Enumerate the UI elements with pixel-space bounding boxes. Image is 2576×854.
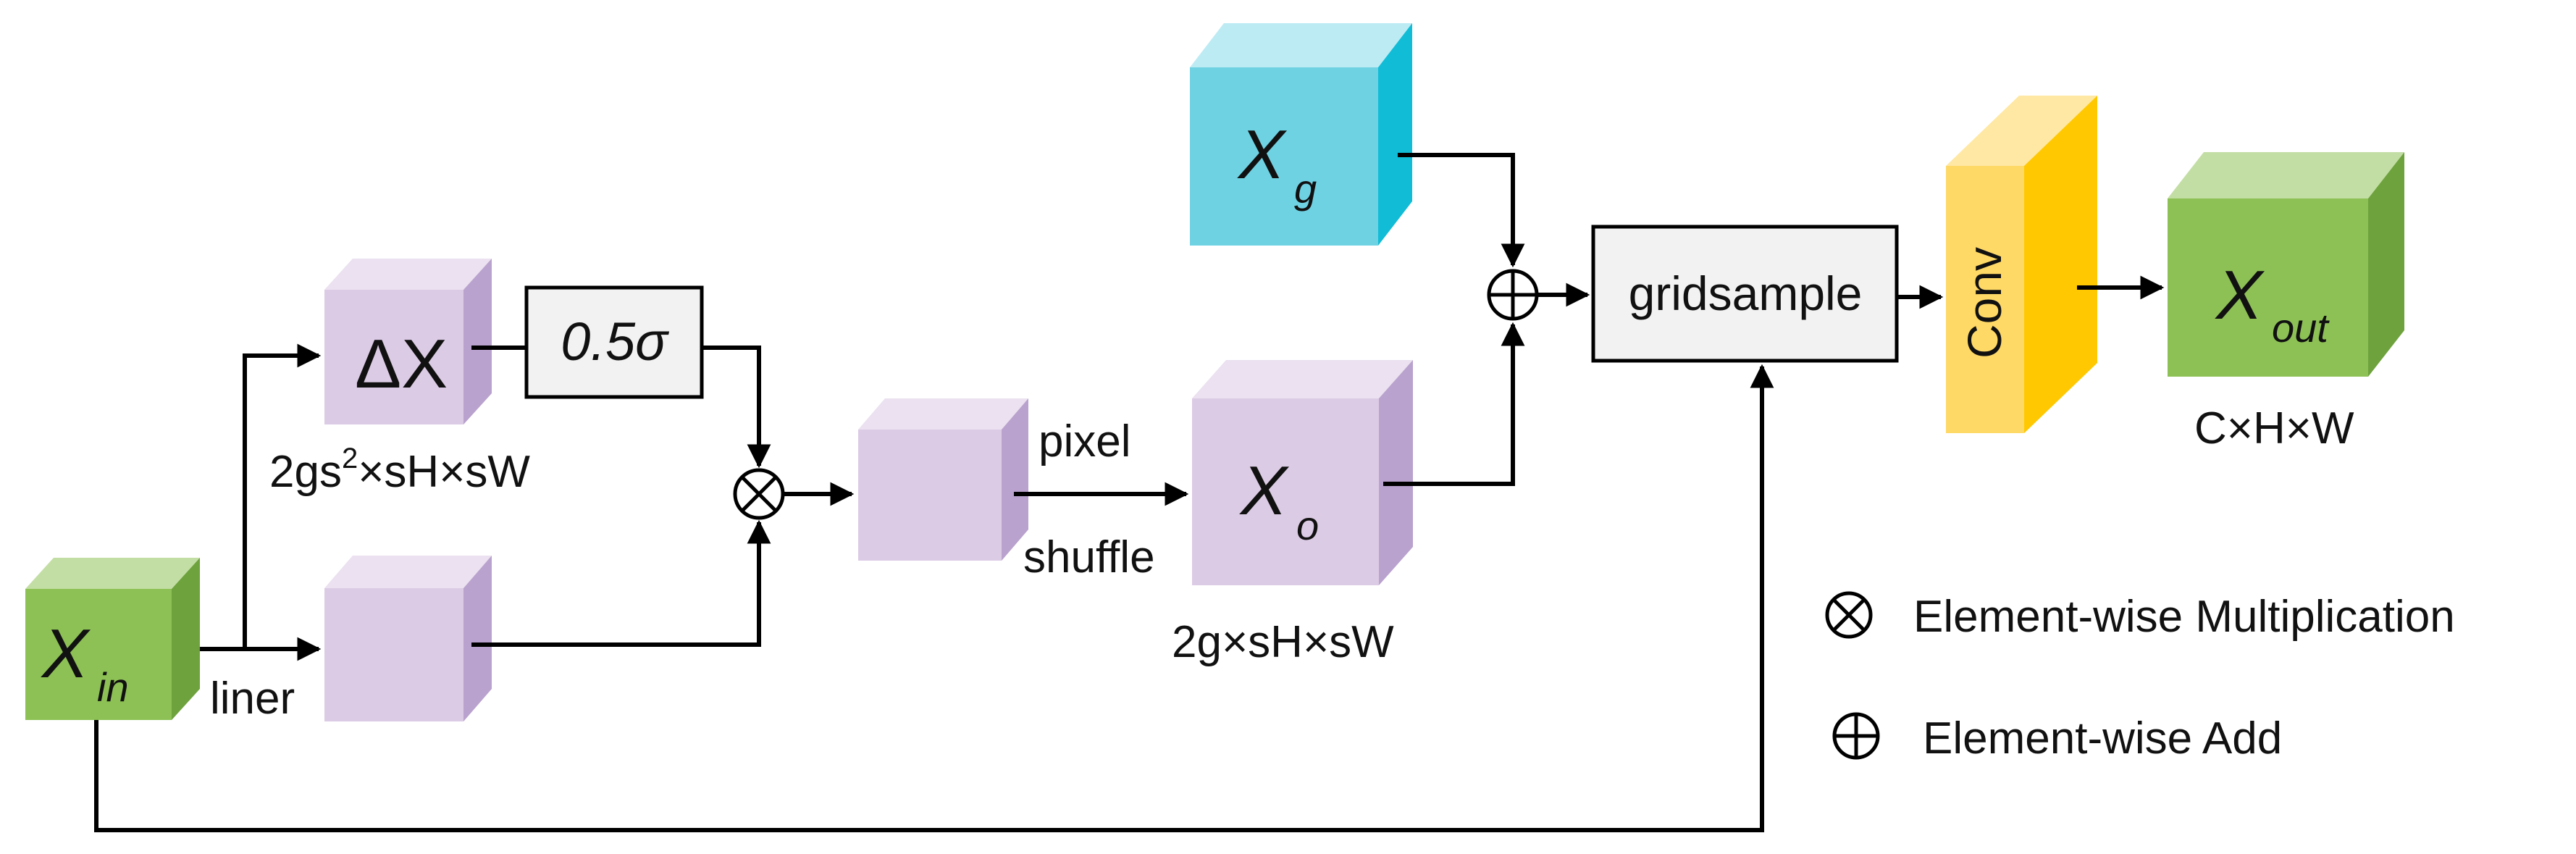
delta-x-dimensions-a: 2gs — [269, 447, 342, 497]
x-in-symbol: X — [41, 615, 91, 692]
add-operator — [1487, 269, 1539, 321]
delta-x-cube: ΔX — [324, 259, 492, 424]
multiply-operator-cross-b — [741, 476, 777, 512]
x-o-dimensions: 2g×sH×sW — [1172, 617, 1394, 667]
conv-block: Conv — [1946, 96, 2097, 433]
product-cube-side — [1002, 398, 1028, 561]
edge-xg-to-add — [1398, 153, 1525, 268]
x-in-cube-front — [25, 589, 172, 720]
gridsample-box: gridsample — [1591, 225, 1899, 363]
gridsample-box-frame — [1591, 225, 1899, 363]
delta-x-dimensions-sup: 2 — [342, 443, 358, 474]
x-in-cube-top — [25, 558, 200, 589]
x-out-subscript: out — [2272, 305, 2330, 351]
delta-x-cube-front — [324, 290, 463, 424]
shuffle-label: shuffle — [1023, 532, 1155, 582]
conv-label: Conv — [1958, 247, 2011, 359]
liner-output-cube-front — [324, 588, 463, 721]
x-out-cube-front — [2168, 198, 2368, 377]
legend: Element-wise Multiplication Element-wise… — [1825, 591, 2455, 763]
conv-block-front — [1946, 166, 2024, 433]
x-out-dimensions: C×H×W — [2194, 403, 2354, 453]
x-o-symbol: X — [1239, 452, 1290, 529]
delta-x-cube-top — [324, 259, 492, 290]
liner-output-cube-top — [324, 556, 492, 588]
x-g-symbol: X — [1237, 116, 1288, 193]
product-cube-top — [858, 398, 1028, 430]
x-o-subscript: o — [1296, 503, 1319, 548]
x-out-cube: X out — [2168, 152, 2404, 377]
x-o-cube-top — [1192, 360, 1413, 398]
x-o-cube: X o — [1192, 360, 1413, 585]
delta-x-dimensions-b: ×sH×sW — [358, 447, 530, 497]
legend-multiply-cross-b — [1832, 598, 1866, 632]
liner-output-cube — [324, 556, 492, 721]
x-g-cube-top — [1190, 23, 1412, 67]
x-g-cube: X g — [1190, 23, 1412, 246]
edge-xo-to-add — [1383, 322, 1525, 486]
liner-output-cube-side — [463, 556, 492, 721]
conv-block-top — [1946, 96, 2097, 166]
x-o-cube-front — [1192, 398, 1379, 585]
x-out-symbol: X — [2215, 256, 2265, 334]
delta-x-symbol: ΔX — [355, 325, 448, 403]
sigma-box-frame — [524, 285, 704, 399]
sigma-box-label: 0.5σ — [561, 311, 669, 372]
connections — [94, 153, 2165, 832]
edge-liner-to-multiply — [471, 519, 771, 647]
legend-add-icon — [1832, 712, 1880, 760]
legend-multiply-icon — [1825, 591, 1873, 639]
edge-sigma-to-multiply — [702, 346, 771, 469]
product-cube — [858, 398, 1028, 561]
conv-block-side — [2024, 96, 2097, 433]
product-cube-front — [858, 430, 1002, 561]
sigma-box: 0.5σ — [524, 285, 704, 399]
delta-x-dimensions: 2gs2×sH×sW — [269, 443, 530, 497]
edge-to-delta-x — [243, 343, 322, 649]
x-in-subscript: in — [97, 664, 129, 710]
liner-label: liner — [210, 674, 295, 724]
multiply-operator — [733, 468, 785, 520]
x-g-cube-front — [1190, 67, 1378, 246]
legend-multiply-label: Element-wise Multiplication — [1913, 592, 2455, 642]
delta-x-cube-side — [463, 259, 492, 424]
x-out-cube-top — [2168, 152, 2404, 198]
pixel-label: pixel — [1039, 416, 1131, 466]
gridsample-label: gridsample — [1629, 267, 1863, 320]
x-in-cube: X in — [25, 558, 200, 720]
x-g-cube-side — [1378, 23, 1412, 246]
x-in-cube-side — [172, 558, 200, 720]
x-out-cube-side — [2368, 152, 2404, 377]
legend-add-label: Element-wise Add — [1923, 713, 2282, 763]
x-o-cube-side — [1379, 360, 1413, 585]
edge-skip-to-gridsample — [94, 364, 1774, 832]
x-g-subscript: g — [1294, 166, 1317, 212]
